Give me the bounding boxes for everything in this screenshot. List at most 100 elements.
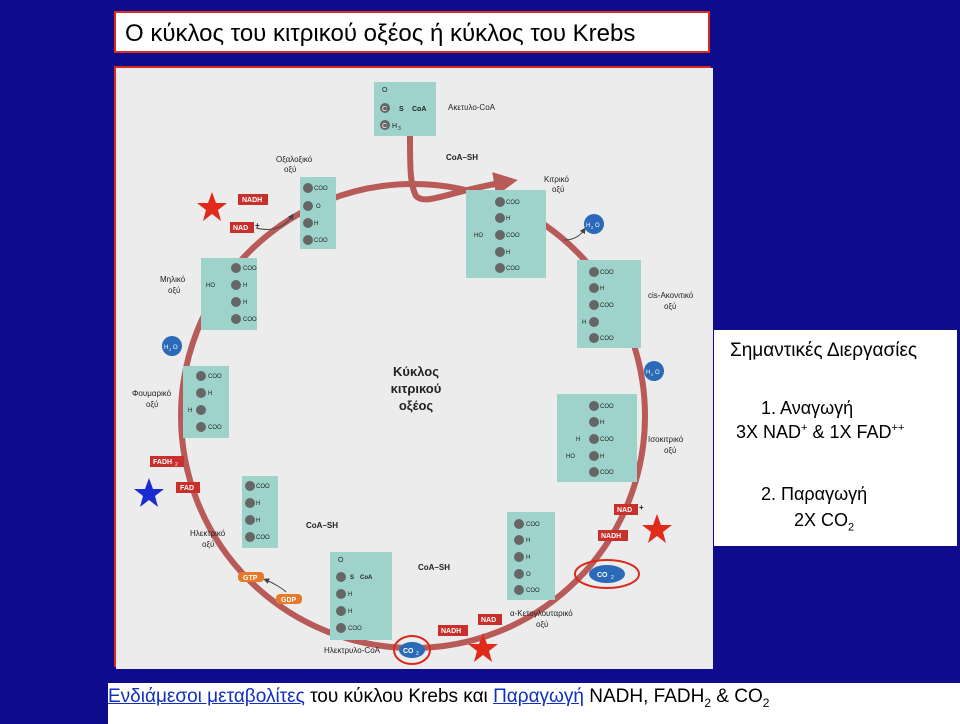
label-acetyl-coa: Ακετυλο-CoA xyxy=(448,103,496,112)
svg-text:H: H xyxy=(600,286,604,292)
fumaric-structure: COO H H COO xyxy=(183,366,229,438)
svg-text:COO: COO xyxy=(600,303,614,309)
footer-link-production[interactable]: Παραγωγή xyxy=(493,686,584,707)
label-succinic-1: Ηλεκτρικό xyxy=(190,529,226,538)
svg-text:O: O xyxy=(595,223,600,229)
svg-text:H: H xyxy=(506,216,510,222)
label-isocitric-1: Ισοκιτρικό xyxy=(648,435,684,444)
svg-text:C: C xyxy=(382,106,387,113)
star-red-oxaloacetic xyxy=(197,192,227,221)
h2o-citric-badge: H 2 O xyxy=(584,214,604,234)
svg-text:COO: COO xyxy=(506,266,520,272)
svg-text:H: H xyxy=(582,320,586,326)
svg-text:O: O xyxy=(173,345,178,351)
svg-text:COO: COO xyxy=(600,336,614,342)
krebs-cycle-diagram: Κύκλος κιτρικού οξέος O C S CoA C H 3 Ακ… xyxy=(116,68,713,669)
svg-text:CoA: CoA xyxy=(360,575,373,581)
label-alpha-ketoglutaric-2: οξύ xyxy=(536,620,548,629)
succinic-structure: COO H H COO xyxy=(242,476,278,548)
label-oxaloacetic-2: οξύ xyxy=(284,165,296,174)
fadh2-badge: FADH 2 xyxy=(150,456,184,468)
production-detail: 2X CO2 xyxy=(794,510,855,534)
svg-text:O: O xyxy=(338,557,344,564)
svg-text:2: 2 xyxy=(175,462,178,468)
svg-text:H: H xyxy=(188,408,192,414)
fad-badge: FAD xyxy=(176,482,200,493)
svg-text:COO: COO xyxy=(256,484,270,490)
svg-text:COO: COO xyxy=(506,200,520,206)
center-label-1: Κύκλος xyxy=(393,364,439,379)
svg-text:GTP: GTP xyxy=(243,575,258,582)
svg-text:H: H xyxy=(243,283,247,289)
svg-text:H: H xyxy=(576,437,580,443)
svg-text:H: H xyxy=(586,223,590,229)
label-coa-sh-3: CoA–SH xyxy=(306,521,338,530)
svg-text:H: H xyxy=(256,518,260,524)
slide-title-box: Ο κύκλος του κιτρικού οξέος ή κύκλος του… xyxy=(114,11,710,53)
gdp-badge: GDP xyxy=(276,594,302,604)
alpha-ketoglutaric-structure: COO H H O COO xyxy=(507,512,555,600)
svg-text:COO: COO xyxy=(348,626,362,632)
label-fumaric-2: οξύ xyxy=(146,400,158,409)
svg-text:+: + xyxy=(255,221,260,230)
svg-text:COO: COO xyxy=(256,535,270,541)
krebs-cycle-figure: Κύκλος κιτρικού οξέος O C S CoA C H 3 Ακ… xyxy=(114,66,713,669)
svg-text:2: 2 xyxy=(651,372,654,377)
svg-text:H: H xyxy=(600,454,604,460)
svg-text:H: H xyxy=(243,300,247,306)
citric-structure: COO H HO COO H COO xyxy=(466,190,546,278)
svg-text:C: C xyxy=(382,123,387,130)
svg-text:S: S xyxy=(399,106,404,113)
svg-text:O: O xyxy=(316,204,321,210)
nad-alpha-badge: NAD xyxy=(478,614,502,625)
center-label-2: κιτρικού xyxy=(391,381,442,396)
label-coa-sh-1: CoA–SH xyxy=(446,153,478,162)
processes-title: Σημαντικές Διεργασίες xyxy=(730,340,918,361)
svg-text:NADH: NADH xyxy=(601,533,621,540)
svg-text:COO: COO xyxy=(314,238,328,244)
svg-text:HO: HO xyxy=(474,233,483,239)
gtp-badge: GTP xyxy=(238,572,264,582)
co2-succinyl-badge: CO 2 xyxy=(393,635,431,665)
svg-text:COO: COO xyxy=(314,186,328,192)
svg-text:O: O xyxy=(526,572,531,578)
production-label: 2. Παραγωγή xyxy=(761,484,868,504)
oxaloacetic-structure: COO O H COO xyxy=(300,177,336,249)
svg-text:COO: COO xyxy=(243,317,257,323)
svg-text:H: H xyxy=(348,609,352,615)
nad-arrow xyxy=(255,213,294,230)
svg-text:COO: COO xyxy=(526,588,540,594)
footer-link-intermediates[interactable]: Ενδιάμεσοι μεταβολίτες xyxy=(108,686,305,707)
svg-text:HO: HO xyxy=(206,283,215,289)
label-cis-aconitic-1: cis-Ακονιτικό xyxy=(648,291,694,300)
svg-text:NADH: NADH xyxy=(242,197,262,204)
svg-text:H: H xyxy=(526,555,530,561)
star-red-alpha xyxy=(468,633,498,662)
footer-bar: Ενδιάμεσοι μεταβολίτες του κύκλου Krebs … xyxy=(108,683,960,724)
slide-title: Ο κύκλος του κιτρικού οξέος ή κύκλος του… xyxy=(125,20,636,47)
succinyl-coa-structure: O S CoA H H COO xyxy=(330,552,392,640)
svg-text:NAD: NAD xyxy=(233,225,248,232)
star-red-isocitric xyxy=(642,514,672,543)
svg-text:NAD: NAD xyxy=(617,507,632,514)
nadh-isocitric-badge: NADH xyxy=(598,530,628,541)
svg-text:H: H xyxy=(526,538,530,544)
label-fumaric-1: Φουμαρικό xyxy=(132,389,172,398)
svg-text:H: H xyxy=(164,345,168,351)
reduction-label: 1. Αναγωγή xyxy=(761,398,854,418)
label-succinic-2: οξύ xyxy=(202,540,214,549)
acetyl-coa-structure: O C S CoA C H 3 xyxy=(374,82,436,136)
svg-text:COO: COO xyxy=(526,522,540,528)
star-blue-fad xyxy=(134,478,164,507)
label-succinyl-coa: Ηλεκτρυλο-CoA xyxy=(324,646,381,655)
svg-text:CoA: CoA xyxy=(412,106,426,113)
svg-text:COO: COO xyxy=(208,425,222,431)
svg-text:H: H xyxy=(392,123,397,130)
isocitric-structure: COO H H COO HO H COO xyxy=(557,394,637,482)
label-oxaloacetic-1: Οξαλοξικό xyxy=(276,155,313,164)
svg-text:S: S xyxy=(350,575,354,581)
svg-text:H: H xyxy=(314,221,318,227)
h2o-aconitic-badge: H 2 O xyxy=(644,361,664,381)
h2o-release-arrow xyxy=(563,227,586,241)
svg-text:3: 3 xyxy=(398,126,401,132)
